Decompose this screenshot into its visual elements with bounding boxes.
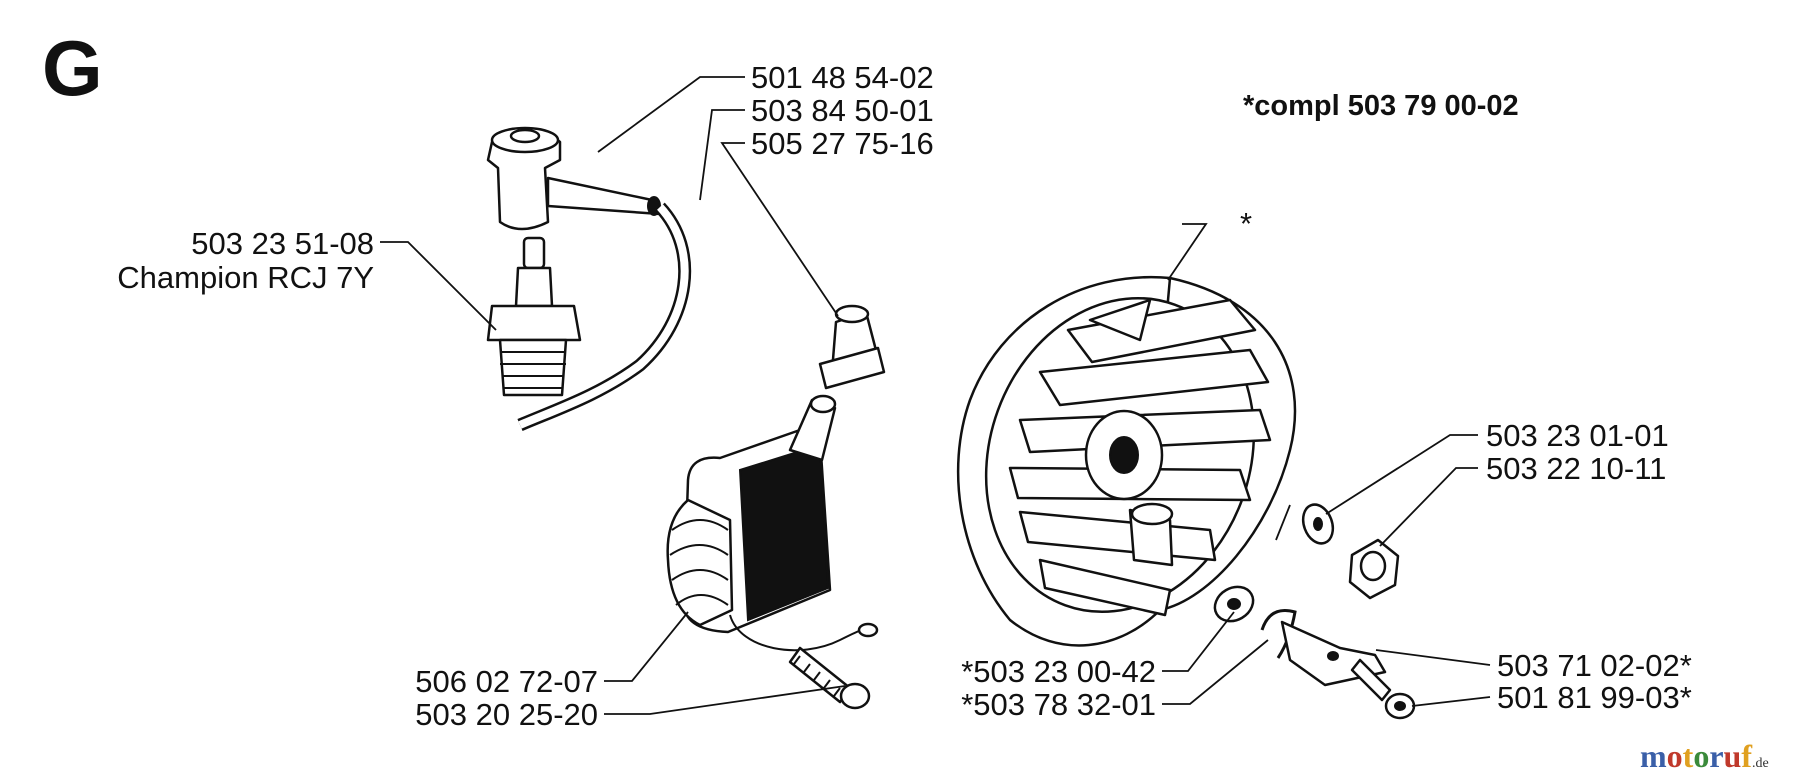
part-number-label: *503 23 00-42 [961,654,1156,689]
nut-icon [1348,538,1400,600]
part-number-label: 503 23 01-01 [1486,418,1669,453]
spark-plug-type-label: Champion RCJ 7Y [117,260,374,295]
watermark-logo: motoruf.de [1640,738,1769,775]
part-number-label: 503 23 51-08 [191,226,374,261]
washer-icon [1301,503,1335,545]
ignition-module-icon [666,394,879,652]
flywheel-icon [956,275,1297,647]
spark-plug-cap-icon [486,126,662,231]
part-number-label: 505 27 75-16 [751,126,934,161]
part-number-label: 503 84 50-01 [751,93,934,128]
part-number-label: 503 71 02-02* [1497,648,1692,683]
watermark-brand: motoruf [1640,738,1752,774]
watermark-letter: f [1741,738,1752,774]
assembly-marker-label: * [1240,206,1253,241]
pawl-spring-icon [1260,609,1297,659]
part-number-label: 501 81 99-03* [1497,680,1692,715]
part-number-label: *503 78 32-01 [961,687,1156,722]
watermark-letter: t [1682,738,1694,774]
part-number-label: 501 48 54-02 [751,60,934,95]
part-number-label: 503 20 25-20 [415,697,598,732]
shoulder-bolt-icon [1350,658,1416,720]
section-letter: G [42,24,103,112]
ignition-lead-icon [517,202,692,431]
lead-terminal-icon [818,304,886,390]
watermark-letter: r [1709,738,1724,774]
watermark-letter: m [1640,738,1667,774]
leader-lines [380,76,1491,715]
watermark-letter: u [1723,738,1742,774]
assembly-note: *compl 503 79 00-02 [1243,90,1519,122]
watermark-tld: .de [1751,756,1769,771]
washer-icon [1213,585,1255,623]
spark-plug-icon [486,236,582,397]
screw-icon [788,646,871,710]
watermark-letter: o [1666,738,1683,774]
part-number-label: 506 02 72-07 [415,664,598,699]
part-number-label: 503 22 10-11 [1486,451,1667,486]
watermark-letter: o [1693,738,1710,774]
